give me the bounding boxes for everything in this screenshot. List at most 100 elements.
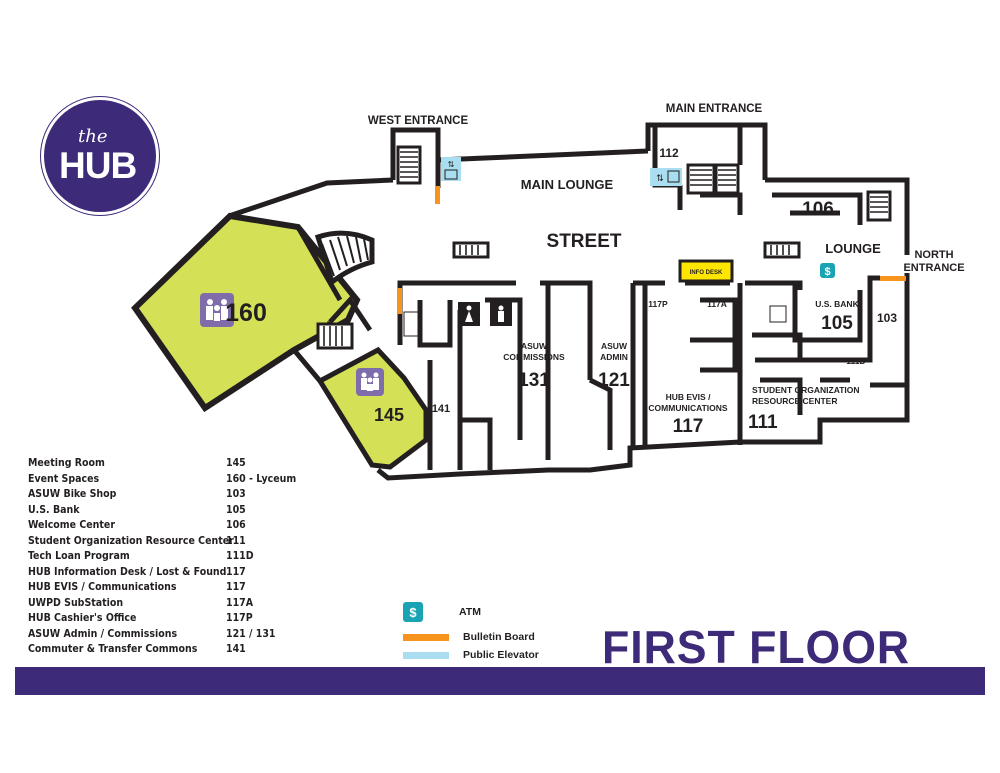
room-121-number: 121 — [598, 370, 630, 391]
restroom-men-icon — [490, 302, 512, 326]
room-145-area[interactable] — [316, 346, 429, 470]
restroom-women-icon — [458, 302, 480, 326]
footer-bar — [15, 667, 985, 695]
room-160-area[interactable] — [131, 212, 361, 413]
directory-row: Tech Loan Program 111D — [28, 549, 318, 565]
directory-room-name: HUB EVIS / Communications — [28, 581, 177, 593]
north-entrance-label-2: ENTRANCE — [903, 262, 964, 274]
info-desk-label: INFO DESK — [690, 270, 723, 276]
directory-room-name: Student Organization Resource Center — [28, 534, 234, 547]
meeting-room-icon — [200, 293, 234, 327]
hub-logo: the HUB — [41, 97, 159, 215]
legend-atm-label: ATM — [459, 606, 481, 618]
room-141-number: 141 — [432, 403, 450, 415]
atm-icon: $ — [403, 602, 423, 622]
directory-room-name: Welcome Center — [28, 519, 115, 531]
directory-room-number: 117 — [226, 581, 246, 593]
room-111d-number: 111D — [846, 356, 865, 366]
directory-room-number: 117P — [226, 612, 253, 624]
directory-room-number: 105 — [226, 503, 246, 516]
directory-room-number: 111D — [226, 550, 254, 562]
directory-room-name: U.S. Bank — [28, 503, 80, 516]
svg-text:⇅: ⇅ — [448, 160, 455, 169]
directory-row: Welcome Center 106 — [28, 518, 318, 534]
directory-room-number: 160 - Lyceum — [226, 472, 297, 485]
elevator-icon: ⇅ ⇅ — [403, 157, 787, 337]
room-117-number: 117 — [673, 416, 704, 437]
directory-room-number: 111 — [226, 534, 246, 547]
stairs-icon — [316, 145, 892, 350]
room-131-number: 131 — [518, 370, 550, 391]
building-walls — [228, 122, 910, 481]
room-111-number: 111 — [748, 412, 778, 433]
directory-room-name: HUB Information Desk / Lost & Found — [28, 565, 227, 578]
room-131-name-2: COMMISSIONS — [503, 352, 565, 362]
room-121-name-1: ASUW — [601, 341, 628, 351]
bulletin-board-swatch — [403, 633, 449, 641]
directory-room-number: 117 — [226, 565, 246, 578]
directory-room-name: Event Spaces — [28, 472, 100, 485]
directory-room-name: Meeting Room — [28, 457, 105, 469]
main-entrance-label: MAIN ENTRANCE — [666, 103, 763, 115]
legend-public-elevator: Public Elevator — [403, 649, 539, 661]
legend-bulletin-board: Bulletin Board — [403, 631, 535, 643]
directory-room-name: ASUW Admin / Commissions — [28, 627, 178, 640]
directory-row: UWPD SubStation 117A — [28, 596, 318, 612]
floor-title: FIRST FLOOR — [602, 621, 911, 673]
room-105-name: U.S. BANK — [815, 299, 859, 309]
street-label: STREET — [547, 231, 622, 252]
directory-room-number: 103 — [226, 488, 246, 500]
directory-row: HUB EVIS / Communications 117 — [28, 580, 318, 596]
directory-row: ASUW Admin / Commissions 121 / 131 — [28, 627, 318, 643]
directory-room-name: UWPD SubStation — [28, 596, 124, 609]
room-117-name-2: COMMUNICATIONS — [648, 403, 727, 413]
lounge-label: LOUNGE — [825, 241, 881, 256]
directory-room-name: HUB Cashier's Office — [28, 612, 137, 624]
room-112-number: 112 — [659, 146, 679, 160]
directory-room-number: 121 / 131 — [226, 627, 276, 640]
directory-row: Event Spaces 160 - Lyceum — [28, 472, 318, 488]
legend-bulletin-board-label: Bulletin Board — [463, 631, 535, 643]
directory-room-name: Commuter & Transfer Commons — [28, 643, 198, 655]
directory-room-number: 141 — [226, 643, 246, 655]
svg-text:$: $ — [824, 266, 830, 278]
room-121-name-2: ADMIN — [600, 352, 628, 362]
room-117-name-1: HUB EVIS / — [666, 392, 712, 402]
west-entrance-label: WEST ENTRANCE — [368, 115, 469, 127]
room-111-name-1: STUDENT ORGANIZATION — [752, 385, 860, 395]
logo-the-text: the — [78, 126, 108, 147]
north-entrance-label-1: NORTH — [914, 249, 953, 261]
directory-row: Meeting Room 145 — [28, 456, 318, 472]
directory-row: HUB Cashier's Office 117P — [28, 611, 318, 627]
room-131-name-1: ASUW — [521, 341, 548, 351]
directory-room-name: Tech Loan Program — [28, 550, 130, 562]
directory-room-number: 106 — [226, 519, 246, 531]
public-elevator-swatch — [403, 651, 449, 659]
bulletin-board — [397, 186, 906, 314]
directory-row: U.S. Bank 105 — [28, 503, 318, 519]
logo-hub-text: HUB — [59, 145, 137, 186]
directory-room-number: 117A — [226, 596, 254, 609]
directory-row: ASUW Bike Shop 103 — [28, 487, 318, 503]
room-103-number: 103 — [877, 311, 897, 325]
svg-text:⇅: ⇅ — [656, 174, 664, 184]
directory-room-name: ASUW Bike Shop — [28, 488, 117, 500]
legend-atm: $ ATM — [403, 602, 481, 622]
directory-row: Commuter & Transfer Commons 141 — [28, 642, 318, 658]
room-111-name-2: RESOURCE CENTER — [752, 396, 837, 406]
room-145-number: 145 — [374, 405, 404, 425]
main-lounge-label: MAIN LOUNGE — [521, 177, 614, 192]
room-117p-number: 117P — [648, 299, 668, 309]
meeting-room-icon — [356, 368, 384, 396]
atm-icon: $ — [820, 263, 835, 278]
room-160-number: 160 — [225, 299, 267, 327]
info-desk[interactable] — [678, 259, 734, 283]
room-106-number: 106 — [802, 199, 834, 220]
legend-public-elevator-label: Public Elevator — [463, 649, 539, 661]
directory-room-number: 145 — [226, 457, 246, 469]
room-117a-number: 117A — [707, 299, 727, 309]
